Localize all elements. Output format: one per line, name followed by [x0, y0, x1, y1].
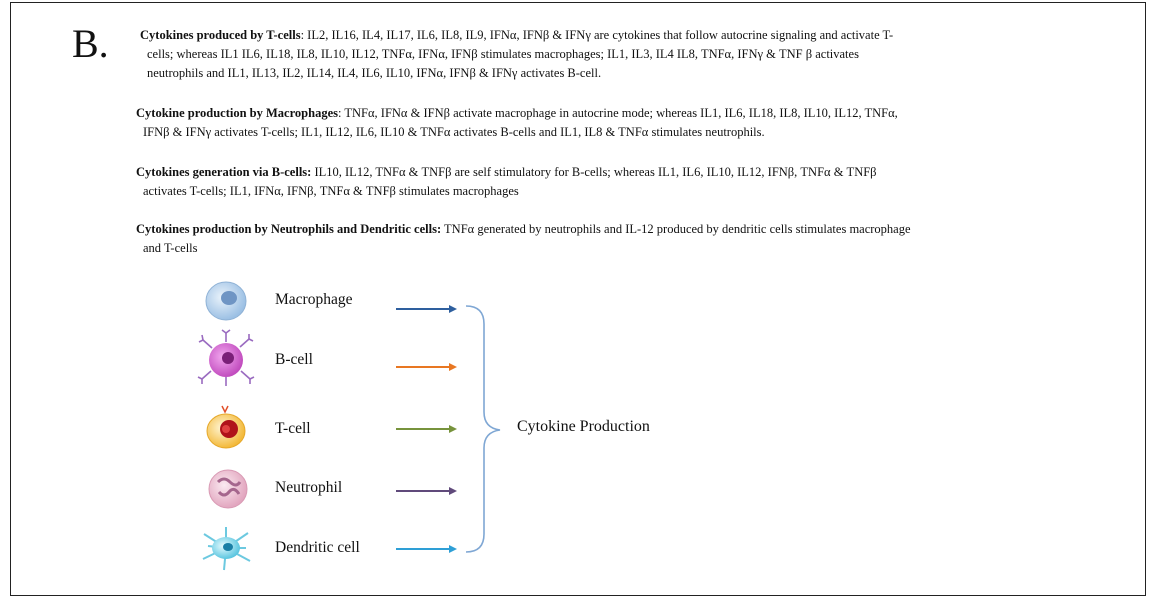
bcell-text-line1: IL10, IL12, TNFα & TNFβ are self stimula… — [311, 165, 877, 179]
tcell-text-line3: neutrophils and IL1, IL13, IL2, IL14, IL… — [147, 66, 602, 80]
macrophage-text-line1: : TNFα, IFNα & IFNβ activate macrophage … — [338, 106, 898, 120]
macrophage-paragraph: Cytokine production by Macrophages: TNFα… — [136, 104, 1131, 142]
macrophage-heading: Cytokine production by Macrophages — [136, 106, 338, 120]
tcell-paragraph: Cytokines produced by T-cells: IL2, IL16… — [140, 26, 1130, 83]
neutrophil-dendritic-text-line2: and T-cells — [143, 241, 198, 255]
neutrophil-label: Neutrophil — [275, 479, 343, 496]
neutrophil-arrow — [396, 487, 457, 495]
macrophage-icon — [205, 281, 247, 321]
panel-letter: B. — [72, 21, 109, 66]
b-cell-label: B-cell — [275, 351, 313, 368]
neutrophil-dendritic-paragraph: Cytokines production by Neutrophils and … — [136, 220, 1131, 258]
t-cell-arrow — [396, 425, 457, 433]
bcell-text-line2: activates T-cells; IL1, IFNα, IFNβ, TNFα… — [143, 184, 519, 198]
bcell-heading: Cytokines generation via B-cells: — [136, 165, 312, 179]
neutrophil-icon — [208, 469, 248, 509]
cytokine-production-label: Cytokine Production — [517, 418, 650, 435]
neutrophil-dendritic-heading: Cytokines production by Neutrophils and … — [136, 222, 442, 236]
dendritic-cell-icon — [202, 527, 251, 571]
neutrophil-dendritic-text-line1: TNFα generated by neutrophils and IL-12 … — [441, 222, 911, 236]
b-cell-icon — [197, 329, 255, 386]
macrophage-text-line2: IFNβ & IFNγ activates T-cells; IL1, IL12… — [143, 125, 765, 139]
macrophage-arrow — [396, 305, 457, 313]
figure-frame — [10, 2, 1146, 596]
bcell-paragraph: Cytokines generation via B-cells: IL10, … — [136, 163, 1131, 201]
tcell-text-line1: : IL2, IL16, IL4, IL17, IL6, IL8, IL9, I… — [300, 28, 894, 42]
t-cell-label: T-cell — [275, 420, 311, 437]
tcell-heading: Cytokines produced by T-cells — [140, 28, 301, 42]
curly-bracket — [465, 305, 501, 553]
dendritic-cell-arrow — [396, 545, 457, 553]
tcell-text-line2: cells; whereas IL1 IL6, IL18, IL8, IL10,… — [147, 47, 859, 61]
b-cell-arrow — [396, 363, 457, 371]
macrophage-label: Macrophage — [275, 291, 353, 308]
t-cell-icon — [206, 405, 246, 449]
dendritic-cell-label: Dendritic cell — [275, 539, 360, 556]
